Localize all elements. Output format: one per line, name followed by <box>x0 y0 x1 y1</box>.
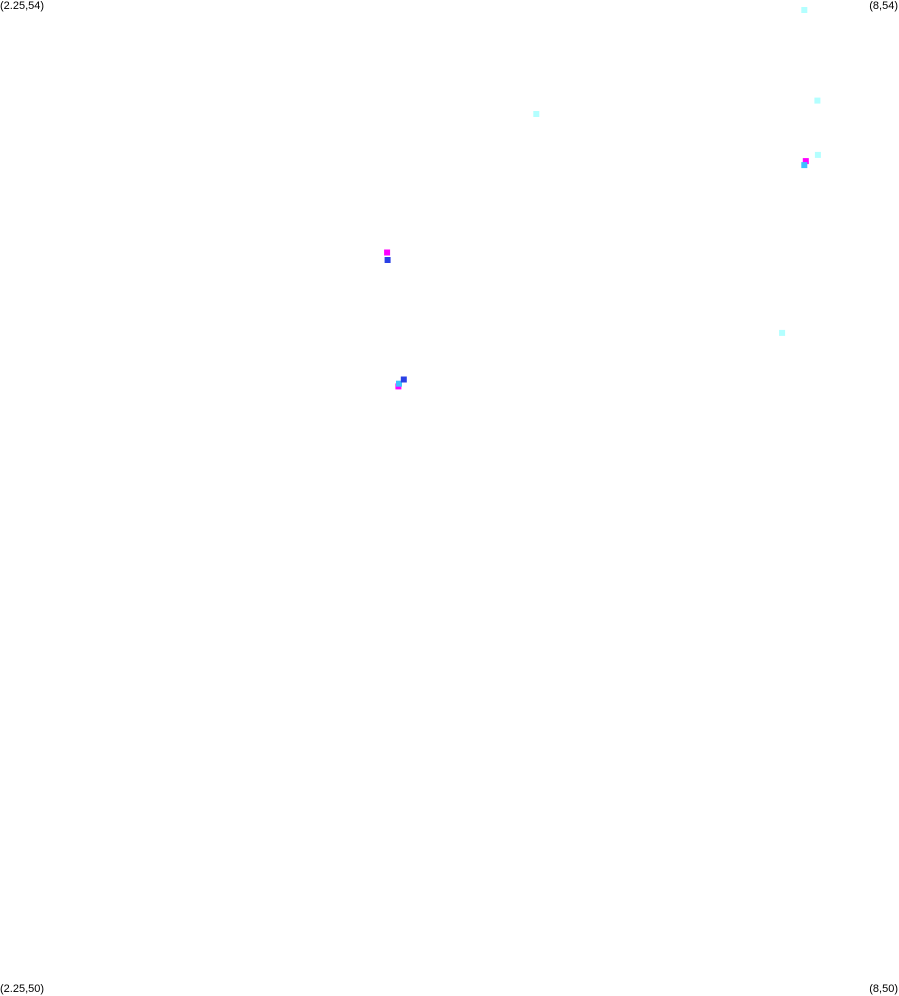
corner-label-bottom-left: (2.25,50) <box>0 983 45 995</box>
scatter-point <box>801 162 808 169</box>
corner-label-top-left: (2.25,54) <box>0 0 45 12</box>
scatter-point <box>779 329 786 336</box>
scatter-point <box>814 97 821 104</box>
scatter-point <box>533 111 540 117</box>
scatter-point <box>802 158 809 165</box>
scatter-point <box>814 151 821 158</box>
scatter-point <box>384 257 391 263</box>
scatter-point <box>400 376 407 383</box>
scatter-points <box>384 7 821 390</box>
corner-label-top-right: (8,54) <box>869 0 898 12</box>
corner-label-bottom-right: (8,50) <box>869 983 898 995</box>
scatter-point <box>384 249 391 256</box>
scatter-point <box>396 380 402 387</box>
scatter-point <box>801 7 808 13</box>
